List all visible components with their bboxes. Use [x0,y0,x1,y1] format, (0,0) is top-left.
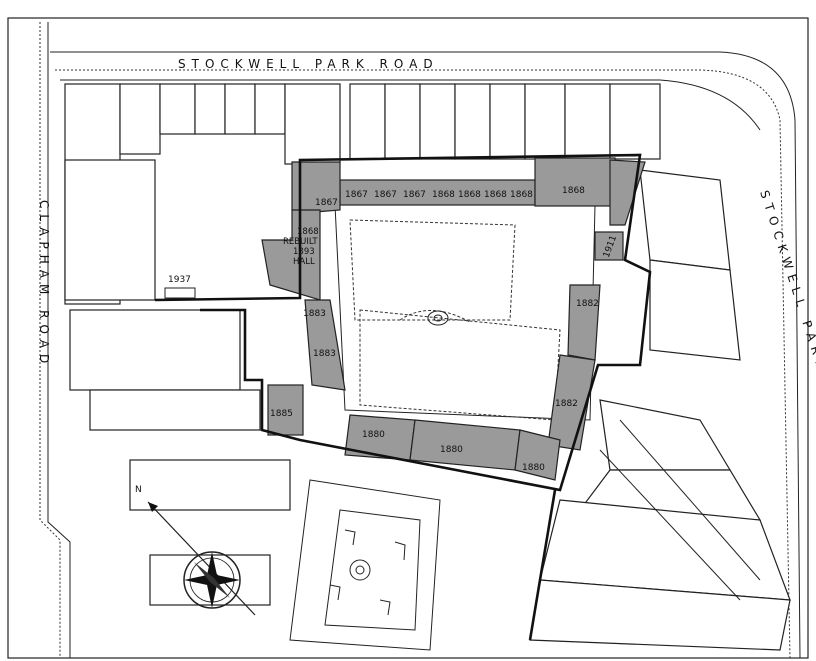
street-label-clapham-road: CLAPHAM ROAD [37,200,51,369]
street-label-stockwell-park-road: STOCKWELL PARK ROAD [178,57,439,71]
street-edges [39,22,801,659]
date-label: 1880 [440,445,463,455]
date-label: 1867 [315,198,338,208]
date-label: 1868 [432,190,455,200]
hall-label: 1868 REBUILT 1893 HALL [283,227,319,267]
date-label: 1868 [510,190,533,200]
date-label: 1867 [345,190,368,200]
svg-text:HALL: HALL [293,257,315,267]
date-label: 1882 [555,399,578,409]
fountain-icon [427,310,449,326]
date-label: 1868 [458,190,481,200]
date-label: 1883 [313,349,336,359]
houses-stockwell-park-road [64,83,661,305]
compass-rose-icon [183,551,241,609]
map-frame [7,17,809,659]
estate-boundary-lower [528,489,557,641]
date-label: 1867 [403,190,426,200]
lower-square [289,479,441,651]
date-label: 1868 [562,186,585,196]
estate-boundary [154,153,652,492]
date-label: 1883 [303,309,326,319]
houses-stockwell-park-crescent [529,169,791,651]
date-label: 1880 [522,463,545,473]
svg-text:REBUILT: REBUILT [283,237,318,247]
dated-buildings [261,157,646,481]
date-label: 1867 [374,190,397,200]
svg-text:1868: 1868 [297,227,319,237]
date-label: 1880 [362,430,385,440]
date-label: 1885 [270,409,293,419]
building-1937 [164,287,196,299]
north-arrow-icon: N [135,485,256,616]
svg-text:1893: 1893 [293,247,315,257]
date-label: 1882 [576,299,599,309]
svg-text:N: N [135,485,142,495]
houses-clapham-road [64,159,291,606]
date-label: 1937 [168,275,191,285]
street-label-stockwell-park-cr: STOCKWELL PARK CR [757,189,816,412]
date-label: 1868 [484,190,507,200]
